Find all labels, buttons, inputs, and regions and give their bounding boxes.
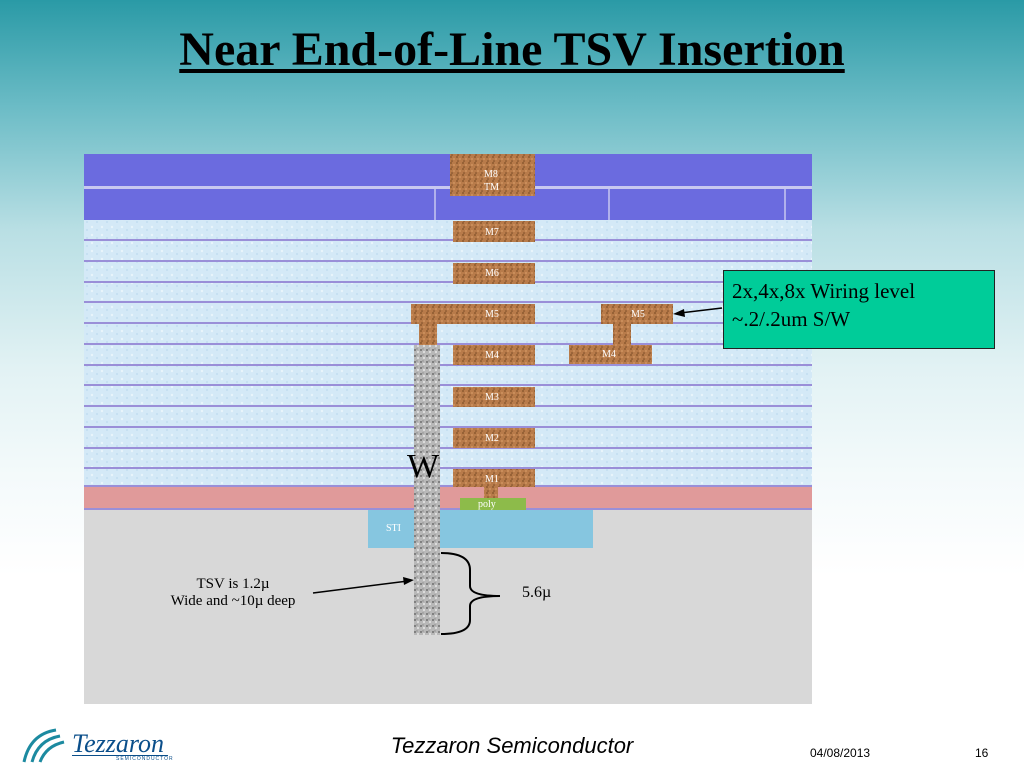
label-m2: M2 <box>485 433 499 444</box>
poly-gate <box>460 498 526 510</box>
footer-date: 04/08/2013 <box>810 746 871 760</box>
via-m5-m4-right <box>613 324 631 346</box>
label-m8: M8 <box>484 169 498 180</box>
metal-m1 <box>453 469 535 487</box>
metal-m5-left <box>411 304 535 324</box>
sti-label: STI <box>386 523 401 534</box>
label-m4-left: M4 <box>485 350 499 361</box>
callout-line2: ~.2/.2um S/W <box>732 307 851 331</box>
tezzaron-logo: Tezzaron SEMICONDUCTOR <box>20 726 180 766</box>
metal-m3 <box>453 387 535 407</box>
tsv-note: TSV is 1.2µ Wide and ~10µ deep <box>148 576 318 610</box>
via-m1-poly <box>484 487 498 498</box>
upper-dielectric-second <box>84 189 812 220</box>
label-m7: M7 <box>485 227 499 238</box>
wiring-level-callout: 2x,4x,8x Wiring level ~.2/.2um S/W <box>723 270 995 349</box>
tsv-material-label: W <box>407 448 440 485</box>
pre-metal-dielectric <box>84 486 812 508</box>
label-m5-left: M5 <box>485 309 499 320</box>
logo-word: Tezzaron <box>72 729 165 758</box>
tsv-note-arrow <box>312 580 409 594</box>
tsv-note-line2: Wide and ~10µ deep <box>170 593 296 609</box>
label-m5-right: M5 <box>631 309 645 320</box>
metal-m8-tm <box>450 154 535 196</box>
metal-m4-right <box>569 345 652 364</box>
metal-m5-right <box>601 304 673 324</box>
callout-arrow <box>679 307 723 314</box>
sti-region <box>368 510 593 548</box>
callout-line1: 2x,4x,8x Wiring level <box>732 279 916 303</box>
dielectric-stack <box>84 220 812 486</box>
label-tm: TM <box>484 182 499 193</box>
label-m1: M1 <box>485 474 499 485</box>
upper-dielectric-top <box>84 154 812 186</box>
footer-company: Tezzaron Semiconductor <box>390 733 634 758</box>
poly-label: poly <box>478 499 496 510</box>
tsv-tungsten <box>414 345 440 635</box>
metal-stack <box>411 154 673 498</box>
metal-m2 <box>453 428 535 448</box>
label-m4-right: M4 <box>602 349 616 360</box>
metal-labels: M8 TM M7 M6 M5 M5 M4 M4 M3 M2 M1 <box>484 169 645 485</box>
metal-m6 <box>453 263 535 284</box>
label-m6: M6 <box>485 268 499 279</box>
tsv-note-line1: TSV is 1.2µ <box>196 576 270 592</box>
dielectric-lines <box>84 239 812 469</box>
metal-m7 <box>453 221 535 242</box>
footer-page-number: 16 <box>975 746 989 760</box>
via-m5-tsv <box>419 324 437 348</box>
depth-label: 5.6µ <box>522 584 552 601</box>
logo-sub: SEMICONDUCTOR <box>116 756 174 762</box>
label-m3: M3 <box>485 392 499 403</box>
metal-m4-left <box>453 345 535 365</box>
slide-title: Near End-of-Line TSV Insertion <box>179 23 845 76</box>
logo-swirl-icon <box>22 728 65 763</box>
depth-bracket <box>440 552 501 635</box>
